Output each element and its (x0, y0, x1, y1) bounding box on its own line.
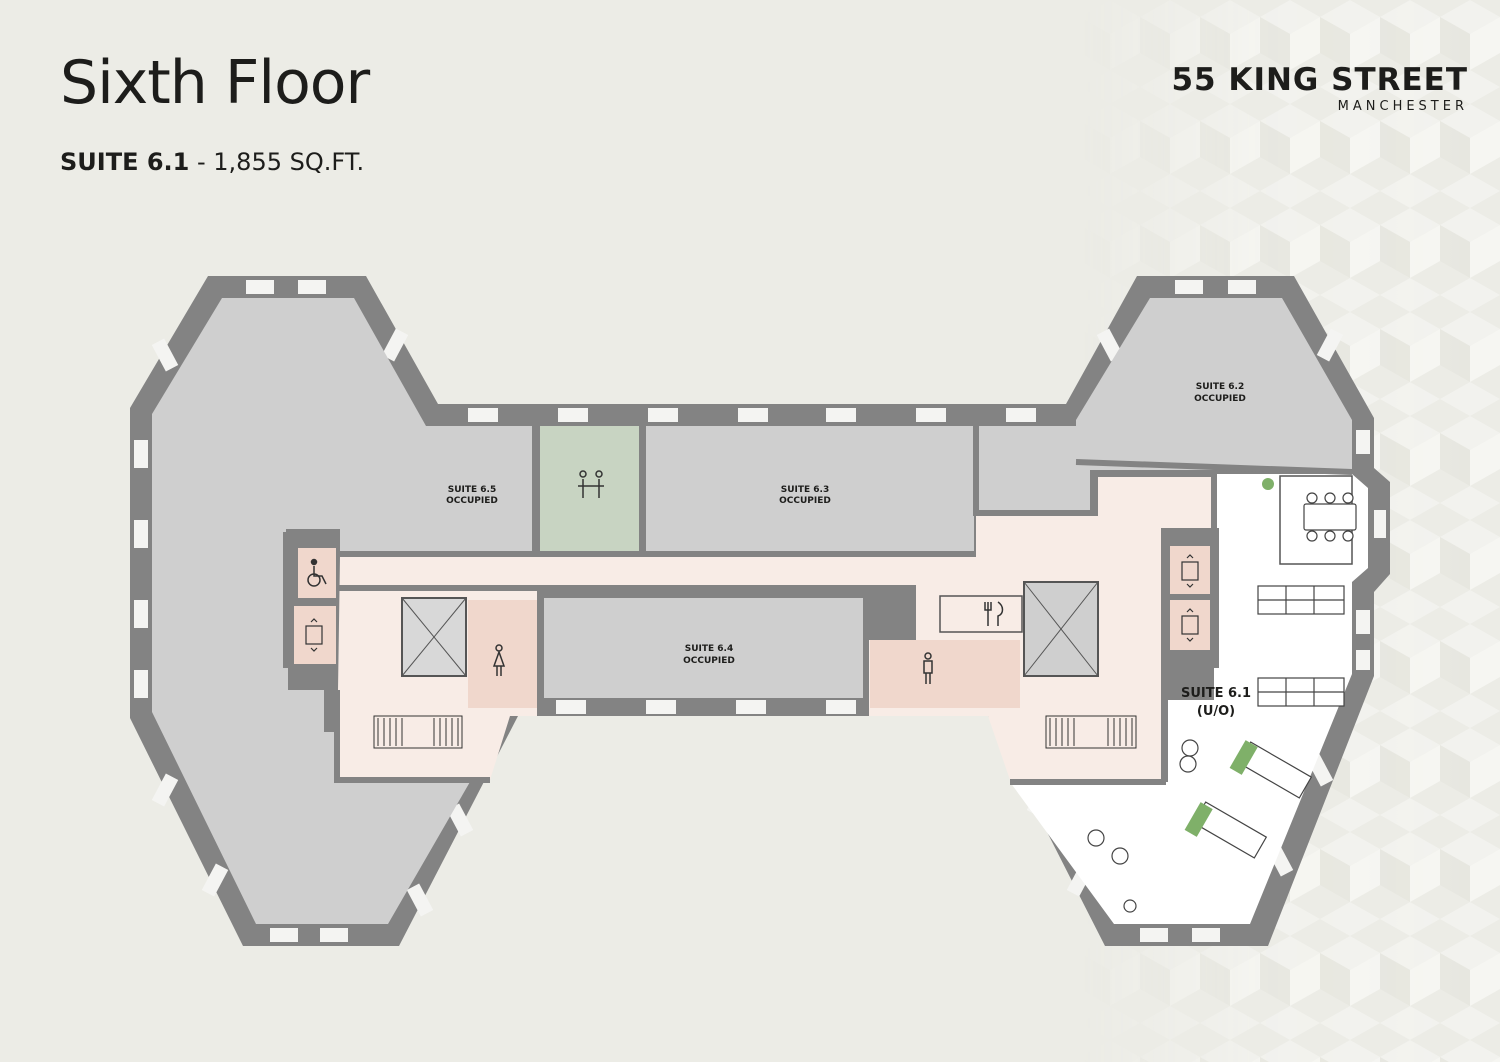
planters (1184, 478, 1274, 837)
suite-6-4-status: OCCUPIED (683, 656, 735, 666)
suite-6-5-status: OCCUPIED (446, 496, 498, 506)
female-wc-room (468, 600, 538, 708)
plant-room (978, 426, 1090, 510)
suite-6-5-label: SUITE 6.5 (448, 485, 497, 495)
page-title: Sixth Floor (60, 48, 370, 118)
stairs-left (373, 715, 463, 749)
lift-shaft-right (1023, 581, 1099, 677)
suite-6-2-area (1076, 298, 1352, 470)
workstations (1087, 492, 1357, 913)
kitchen-icon (984, 601, 1004, 626)
suite-6-5-area (152, 298, 532, 924)
suite-6-4-label: SUITE 6.4 (685, 644, 734, 654)
suite-6-3-area (646, 426, 974, 552)
lift-shaft-left (401, 597, 467, 677)
male-wc-room (870, 640, 1020, 708)
meeting-room (540, 426, 642, 552)
female-wc-icon (492, 644, 506, 676)
lift-icon (305, 618, 323, 652)
suite-name: SUITE 6.1 (60, 148, 190, 176)
male-wc-icon (923, 652, 933, 684)
brand-name: 55 KING STREET (1171, 62, 1468, 98)
brand-city: MANCHESTER (1337, 99, 1468, 114)
suite-area: - 1,855 SQ.FT. (196, 148, 365, 176)
lift-icon-right-1 (1181, 554, 1199, 588)
lift-icon-right-2 (1181, 608, 1199, 642)
lift-right-1 (1170, 546, 1210, 594)
suite-subtitle: SUITE 6.1 - 1,855 SQ.FT. (60, 148, 364, 176)
suite-6-2-status: OCCUPIED (1194, 394, 1246, 404)
accessible-wc-room (298, 548, 336, 598)
stairs-right (1045, 715, 1137, 749)
suite-6-3-label: SUITE 6.3 (781, 485, 830, 495)
internal-walls (283, 426, 1353, 785)
kitchenette (939, 595, 1023, 633)
lift-right-2 (1170, 600, 1210, 650)
meeting-icon (578, 470, 604, 498)
suite-6-3-status: OCCUPIED (779, 496, 831, 506)
lift-left-room (294, 606, 336, 664)
suite-6-2-label: SUITE 6.2 (1196, 382, 1245, 392)
brand-logo: 55 KING STREET MANCHESTER (1171, 62, 1468, 114)
suite-6-1-status: (U/O) (1197, 704, 1235, 719)
suite-6-4-area (544, 598, 864, 698)
suite-6-1-label: SUITE 6.1 (1181, 686, 1251, 701)
accessible-wc-icon (307, 558, 327, 587)
